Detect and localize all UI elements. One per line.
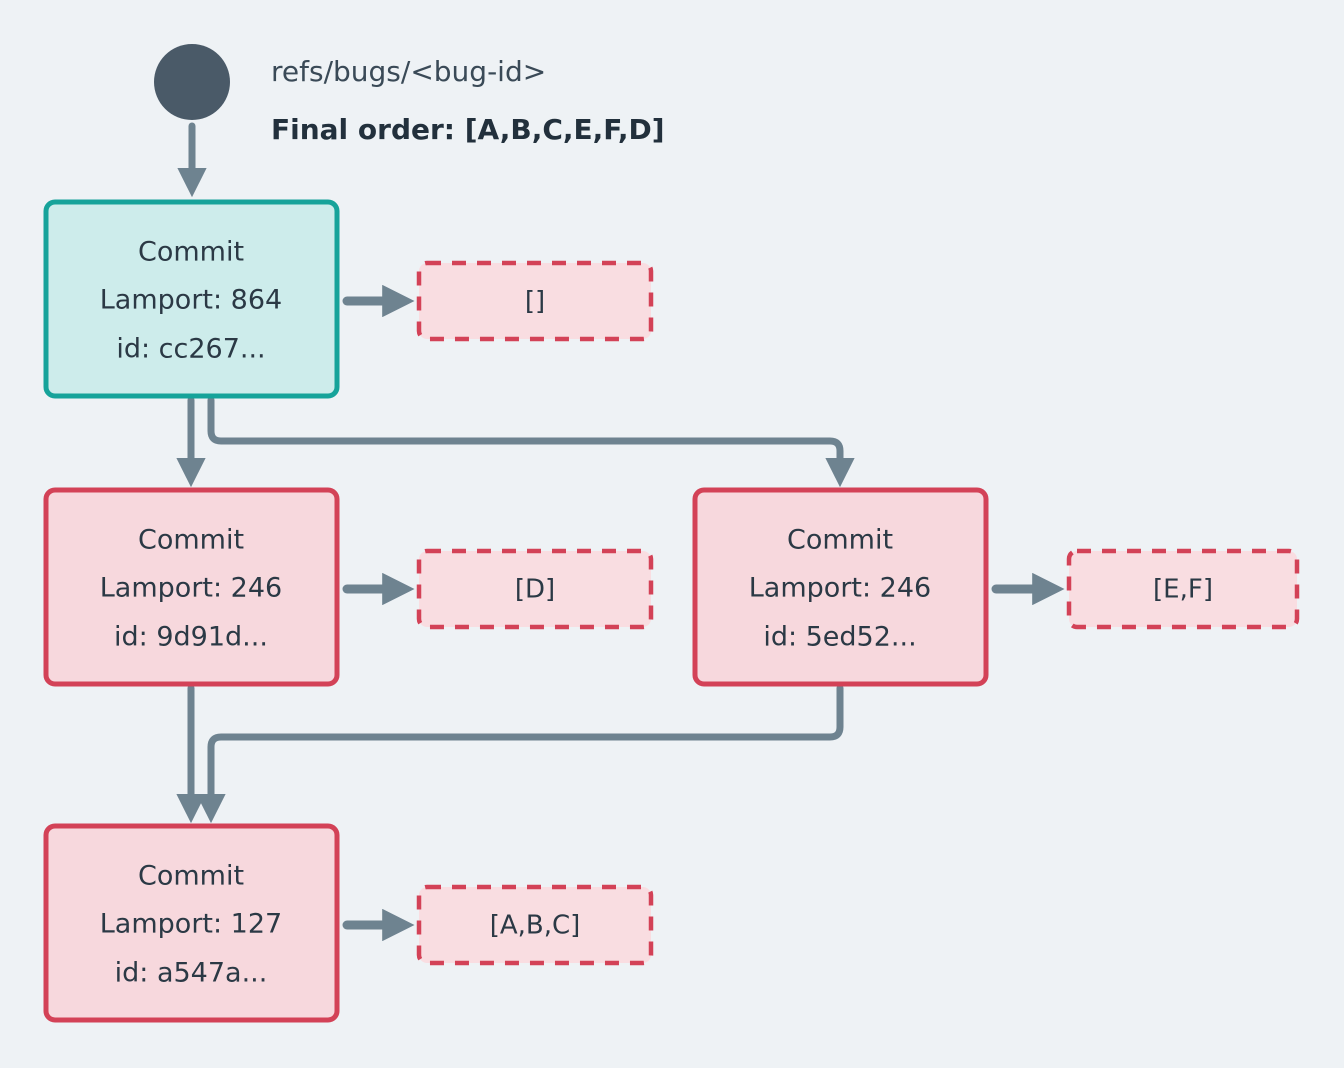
ops-box-ops-base: [A,B,C]	[416, 884, 654, 966]
root-commit-dot-icon	[154, 44, 230, 120]
commit-node-id: id: 9d91d...	[114, 622, 268, 653]
edge-mid-right-to-base	[196, 684, 844, 824]
ops-box-ops-mid-left: [D]	[416, 548, 654, 630]
ops-box-outline	[416, 884, 654, 966]
commit-node-box	[43, 487, 340, 687]
commit-node-id: id: cc267...	[116, 334, 265, 365]
commit-node-head: Commit Lamport: 864 id: cc267...	[43, 199, 340, 399]
commit-node-box	[43, 199, 340, 399]
commit-node-lamport: Lamport: 246	[749, 573, 931, 604]
commit-node-base: Commit Lamport: 127 id: a547a...	[43, 823, 340, 1023]
ops-box-label: []	[525, 287, 545, 317]
commit-node-id: id: a547a...	[115, 958, 268, 989]
ops-box-ops-head: []	[416, 260, 654, 342]
edge-head-to-mid-right	[207, 396, 855, 488]
commit-node-lamport: Lamport: 127	[100, 909, 282, 940]
commit-node-box	[43, 823, 340, 1023]
commit-node-title: Commit	[138, 237, 244, 268]
ops-box-label: [D]	[515, 575, 555, 605]
commit-node-title: Commit	[787, 525, 893, 556]
commit-node-mid-left: Commit Lamport: 246 id: 9d91d...	[43, 487, 340, 687]
commit-node-box	[692, 487, 989, 687]
ops-box-label: [E,F]	[1153, 575, 1213, 605]
final-order-label: Final order: [A,B,C,E,F,D]	[271, 113, 665, 146]
commit-node-mid-right: Commit Lamport: 246 id: 5ed52...	[692, 487, 989, 687]
commit-node-lamport: Lamport: 864	[100, 285, 282, 316]
commit-node-lamport: Lamport: 246	[100, 573, 282, 604]
edge-layer	[176, 122, 1065, 942]
commit-node-title: Commit	[138, 525, 244, 556]
ops-box-label: [A,B,C]	[490, 911, 581, 941]
ops-box-outline	[416, 548, 654, 630]
ops-box-outline	[1066, 548, 1300, 630]
ref-path-label: refs/bugs/<bug-id>	[271, 55, 546, 88]
commit-node-id: id: 5ed52...	[763, 622, 916, 653]
ops-box-outline	[416, 260, 654, 342]
commit-node-title: Commit	[138, 861, 244, 892]
ops-box-ops-mid-right: [E,F]	[1066, 548, 1300, 630]
